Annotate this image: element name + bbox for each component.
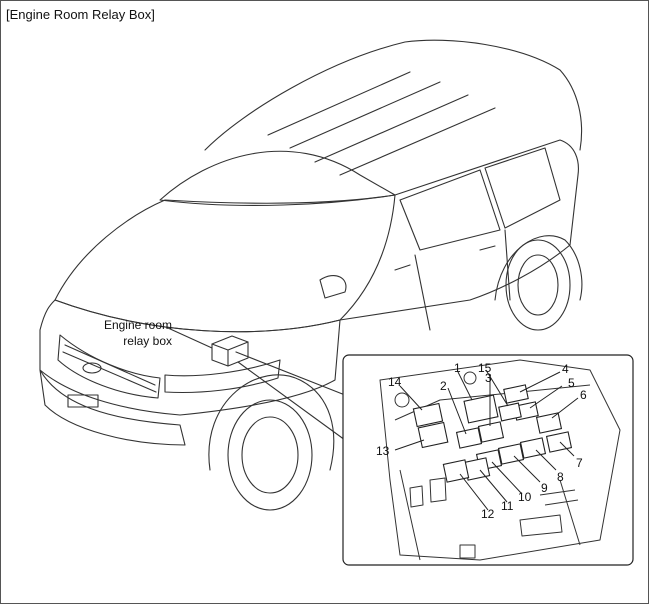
relay-number-11: 11 (501, 499, 514, 513)
relay-number-15: 15 (478, 361, 492, 375)
relay-number-1: 1 (454, 361, 461, 375)
hood (54, 194, 396, 333)
side-body (339, 139, 579, 321)
zoom-line-bottom (237, 361, 346, 441)
relay-13 (417, 421, 449, 449)
relay-number-9: 9 (541, 481, 548, 495)
roof-rail-2 (289, 81, 441, 149)
rear-side-window (484, 147, 561, 229)
relay-number-10: 10 (518, 490, 532, 504)
relay-number-6: 6 (580, 388, 587, 402)
relay-box-location (211, 335, 249, 367)
relay-number-12: 12 (481, 507, 495, 521)
grille (57, 334, 161, 399)
front-side-window (399, 169, 501, 251)
relay-15 (498, 402, 522, 422)
roof-outline (204, 39, 583, 151)
windshield (159, 150, 396, 206)
relay-number-13: 13 (376, 444, 390, 458)
callout-line-1: Engine room (103, 318, 172, 332)
relay-number-2: 2 (440, 379, 447, 393)
relay-box-detail-inset: 1 2 3 4 5 6 7 8 9 10 11 12 13 14 15 (342, 354, 634, 566)
relay-number-14: 14 (388, 375, 402, 389)
relay-3 (477, 421, 505, 443)
relay-2 (455, 427, 483, 449)
relay-4 (503, 384, 529, 404)
headlight (164, 359, 281, 394)
relay-number-7: 7 (576, 456, 583, 470)
relay-number-5: 5 (568, 376, 575, 390)
brand-logo (82, 362, 102, 374)
relay-6 (535, 412, 563, 434)
door-handles (394, 245, 496, 271)
roof-rail-3 (314, 94, 469, 163)
relay-number-3: 3 (485, 371, 492, 385)
relay-1 (463, 394, 499, 424)
front-wheel (227, 399, 313, 511)
rear-wheel-arch (494, 235, 583, 301)
side-mirror (319, 275, 347, 299)
relay-12 (442, 459, 470, 483)
roof-rail-4 (339, 107, 496, 176)
front-face (39, 299, 341, 416)
callout-leader (167, 327, 213, 349)
zoom-line-top (235, 351, 346, 396)
door-line-1 (414, 254, 431, 331)
relay-box-callout: Engine room relay box (80, 317, 172, 349)
front-bumper (39, 369, 186, 446)
diagram-title: [Engine Room Relay Box] (6, 7, 155, 22)
door-line-2 (504, 229, 511, 301)
callout-line-2: relay box (123, 334, 172, 348)
license-plate (67, 394, 99, 408)
relay-number-8: 8 (557, 470, 564, 484)
rear-wheel (505, 239, 571, 331)
roof-rail-1 (267, 71, 411, 136)
relay-number-4: 4 (562, 362, 569, 376)
